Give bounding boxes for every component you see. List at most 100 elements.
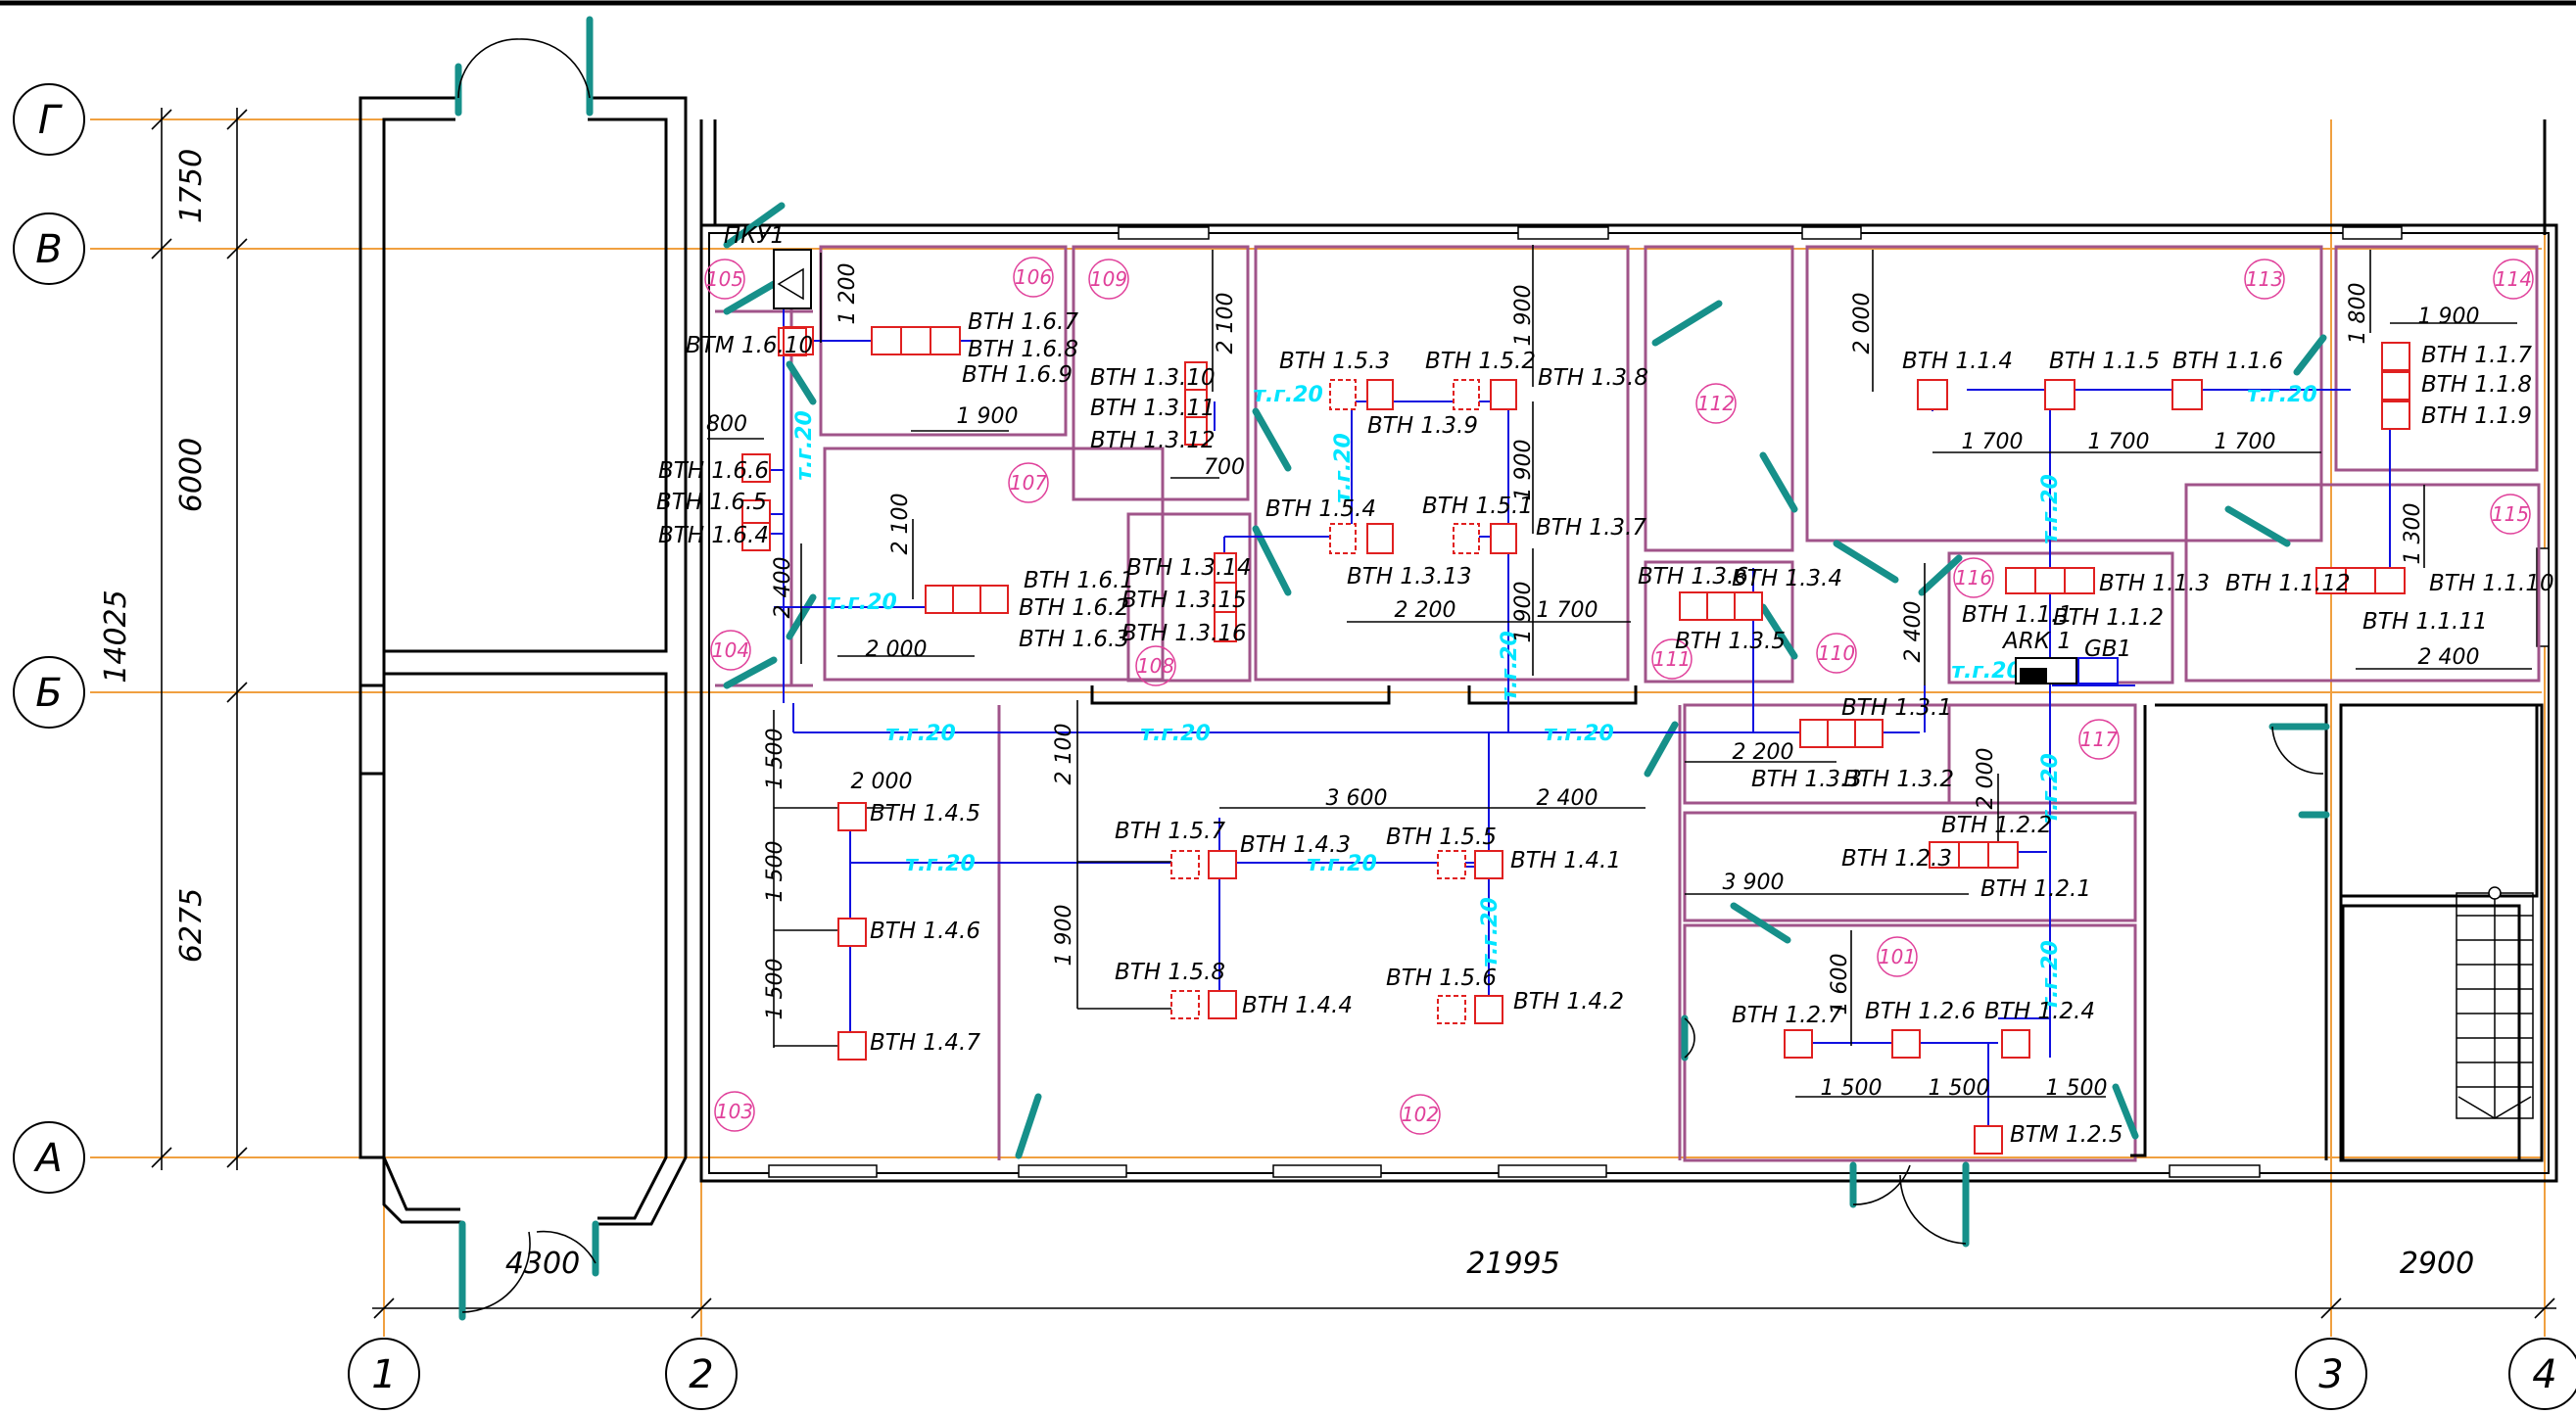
svg-text:800: 800	[706, 412, 747, 437]
pipe-label: т.г.20	[1253, 383, 1323, 407]
dim-1750: 1750	[174, 149, 209, 223]
svg-text:1 700: 1 700	[2088, 430, 2150, 454]
svg-text:ПКУ1: ПКУ1	[724, 223, 785, 249]
svg-text:ВТН 1.4.3: ВТН 1.4.3	[1240, 832, 1351, 858]
svg-text:1 900: 1 900	[1052, 905, 1076, 967]
svg-text:ВТН 1.1.12: ВТН 1.1.12	[2225, 571, 2351, 596]
dim-14025: 14025	[99, 590, 133, 683]
svg-text:1 900: 1 900	[2418, 305, 2480, 329]
svg-text:ВТН 1.5.2: ВТН 1.5.2	[1425, 349, 1536, 374]
pipe-label: т.г.20	[1951, 659, 2022, 684]
pipe-label: т.г.20	[905, 852, 976, 876]
svg-text:ВТН 1.6.5: ВТН 1.6.5	[656, 490, 767, 515]
outer-dimension-lines	[151, 108, 2556, 1319]
svg-text:ВТН 1.6.3: ВТН 1.6.3	[1019, 627, 1129, 652]
interior-partitions	[715, 245, 2544, 1162]
pipe-label: т.г.20	[2038, 940, 2063, 1011]
svg-text:ВТН 1.3.5: ВТН 1.3.5	[1675, 629, 1786, 654]
stair	[2456, 886, 2534, 1119]
svg-text:1 900: 1 900	[957, 404, 1019, 429]
svg-text:2 400: 2 400	[2418, 645, 2480, 670]
svg-text:ВТН 1.6.4: ВТН 1.6.4	[658, 523, 769, 548]
svg-text:112: 112	[1697, 392, 1735, 415]
svg-text:3 900: 3 900	[1723, 871, 1785, 895]
pipe-label: т.г.20	[2038, 474, 2063, 544]
svg-text:ВТН 1.2.1: ВТН 1.2.1	[1980, 876, 2091, 902]
svg-text:ВТН 1.3.14: ВТН 1.3.14	[1126, 555, 1252, 581]
svg-text:ВТН 1.3.8: ВТН 1.3.8	[1538, 365, 1648, 391]
svg-text:ВТН 1.1.11: ВТН 1.1.11	[2362, 609, 2488, 635]
svg-text:ВТН 1.4.6: ВТН 1.4.6	[870, 919, 980, 944]
svg-text:3 600: 3 600	[1326, 786, 1388, 811]
svg-text:ВТН 1.3.11: ВТН 1.3.11	[1090, 396, 1216, 421]
svg-text:1 900: 1 900	[1511, 440, 1536, 501]
svg-text:ВТН 1.2.3: ВТН 1.2.3	[1841, 846, 1952, 872]
main-building-walls	[699, 119, 2558, 1183]
pipe-label: т.г.20	[1478, 897, 1503, 967]
svg-text:ВТН 1.3.3: ВТН 1.3.3	[1751, 767, 1862, 792]
svg-text:117: 117	[2080, 728, 2118, 751]
equipment-labels: ПКУ1 ВТМ 1.6.10 ВТН 1.6.7 ВТН 1.6.8 ВТН …	[656, 223, 2554, 1148]
svg-text:102: 102	[1402, 1103, 1439, 1126]
pipe-label: т.г.20	[885, 722, 956, 746]
axis-label-row-g: Г	[38, 98, 63, 143]
dim-21995: 21995	[1466, 1247, 1559, 1281]
svg-text:2 000: 2 000	[1850, 293, 1875, 354]
svg-text:2 000: 2 000	[851, 770, 913, 794]
svg-text:2 200: 2 200	[1395, 598, 1456, 623]
svg-text:ВТН 1.6.2: ВТН 1.6.2	[1019, 595, 1129, 621]
svg-text:ВТН 1.3.4: ВТН 1.3.4	[1732, 566, 1842, 591]
svg-text:103: 103	[716, 1100, 753, 1123]
svg-text:1 500: 1 500	[1821, 1076, 1883, 1101]
svg-text:ВТН 1.2.4: ВТН 1.2.4	[1984, 999, 2095, 1024]
axis-label-col-2: 2	[689, 1352, 713, 1397]
svg-text:1 200: 1 200	[835, 263, 860, 325]
svg-text:111: 111	[1653, 647, 1691, 671]
svg-text:1 500: 1 500	[2046, 1076, 2108, 1101]
row-axis-markers	[13, 83, 85, 1194]
pipe-label: т.г.20	[792, 410, 817, 481]
svg-text:113: 113	[2246, 267, 2283, 291]
svg-text:1 700: 1 700	[2215, 430, 2276, 454]
svg-text:ВТН 1.3.16: ВТН 1.3.16	[1121, 621, 1247, 646]
svg-text:АRК 1: АRК 1	[2001, 629, 2072, 654]
pipe-label: т.г.20	[1140, 722, 1211, 746]
svg-text:106: 106	[1015, 265, 1052, 289]
svg-text:109: 109	[1090, 267, 1127, 291]
svg-text:ВТН 1.1.10: ВТН 1.1.10	[2429, 571, 2554, 596]
svg-text:1 600: 1 600	[1828, 954, 1852, 1015]
svg-text:ВТМ 1.2.5: ВТМ 1.2.5	[2010, 1122, 2123, 1148]
svg-text:ВТН 1.6.1: ВТН 1.6.1	[1024, 568, 1134, 593]
svg-text:ВТН 1.2.7: ВТН 1.2.7	[1732, 1003, 1842, 1028]
svg-text:ВТН 1.1.3: ВТН 1.1.3	[2099, 571, 2210, 596]
svg-text:ВТМ 1.6.10: ВТМ 1.6.10	[686, 333, 813, 358]
svg-text:ВТН 1.3.15: ВТН 1.3.15	[1121, 588, 1247, 613]
svg-text:ВТН 1.3.1: ВТН 1.3.1	[1841, 695, 1952, 721]
dim-6000: 6000	[174, 438, 209, 512]
axis-label-row-a: А	[32, 1136, 62, 1181]
svg-text:116: 116	[1955, 566, 1992, 590]
interior-dimension-values: 1 200 1 900 800 2 100 2 000 2 400 2 100 …	[706, 263, 2479, 1101]
svg-text:ВТН 1.3.12: ВТН 1.3.12	[1090, 428, 1216, 453]
pipe-label: т.г.20	[2247, 383, 2317, 407]
pipe-label: т.г.20	[1331, 433, 1356, 503]
dim-4300: 4300	[505, 1247, 580, 1281]
svg-text:ВТН 1.3.2: ВТН 1.3.2	[1843, 767, 1954, 792]
svg-text:1 900: 1 900	[1511, 582, 1536, 643]
pipe-label: т.г.20	[1544, 722, 1614, 746]
svg-text:1 300: 1 300	[2401, 503, 2425, 565]
svg-text:ВТН 1.5.7: ВТН 1.5.7	[1115, 819, 1225, 844]
svg-text:105: 105	[706, 267, 743, 291]
svg-text:ВТН 1.4.1: ВТН 1.4.1	[1510, 848, 1621, 873]
svg-text:ВТН 1.1.6: ВТН 1.1.6	[2172, 349, 2283, 374]
svg-text:115: 115	[2492, 502, 2529, 526]
svg-text:ВТН 1.2.2: ВТН 1.2.2	[1941, 813, 2052, 838]
svg-text:ВТН 1.5.6: ВТН 1.5.6	[1386, 966, 1497, 991]
dim-6275: 6275	[174, 888, 209, 963]
axis-label-col-4: 4	[2532, 1352, 2556, 1397]
svg-text:108: 108	[1137, 654, 1174, 678]
svg-text:ВТН 1.1.4: ВТН 1.1.4	[1902, 349, 2013, 374]
svg-text:ВТН 1.4.7: ВТН 1.4.7	[870, 1030, 980, 1056]
axis-label-row-b: Б	[35, 671, 62, 716]
svg-text:ВТН 1.1.7: ВТН 1.1.7	[2421, 343, 2532, 368]
